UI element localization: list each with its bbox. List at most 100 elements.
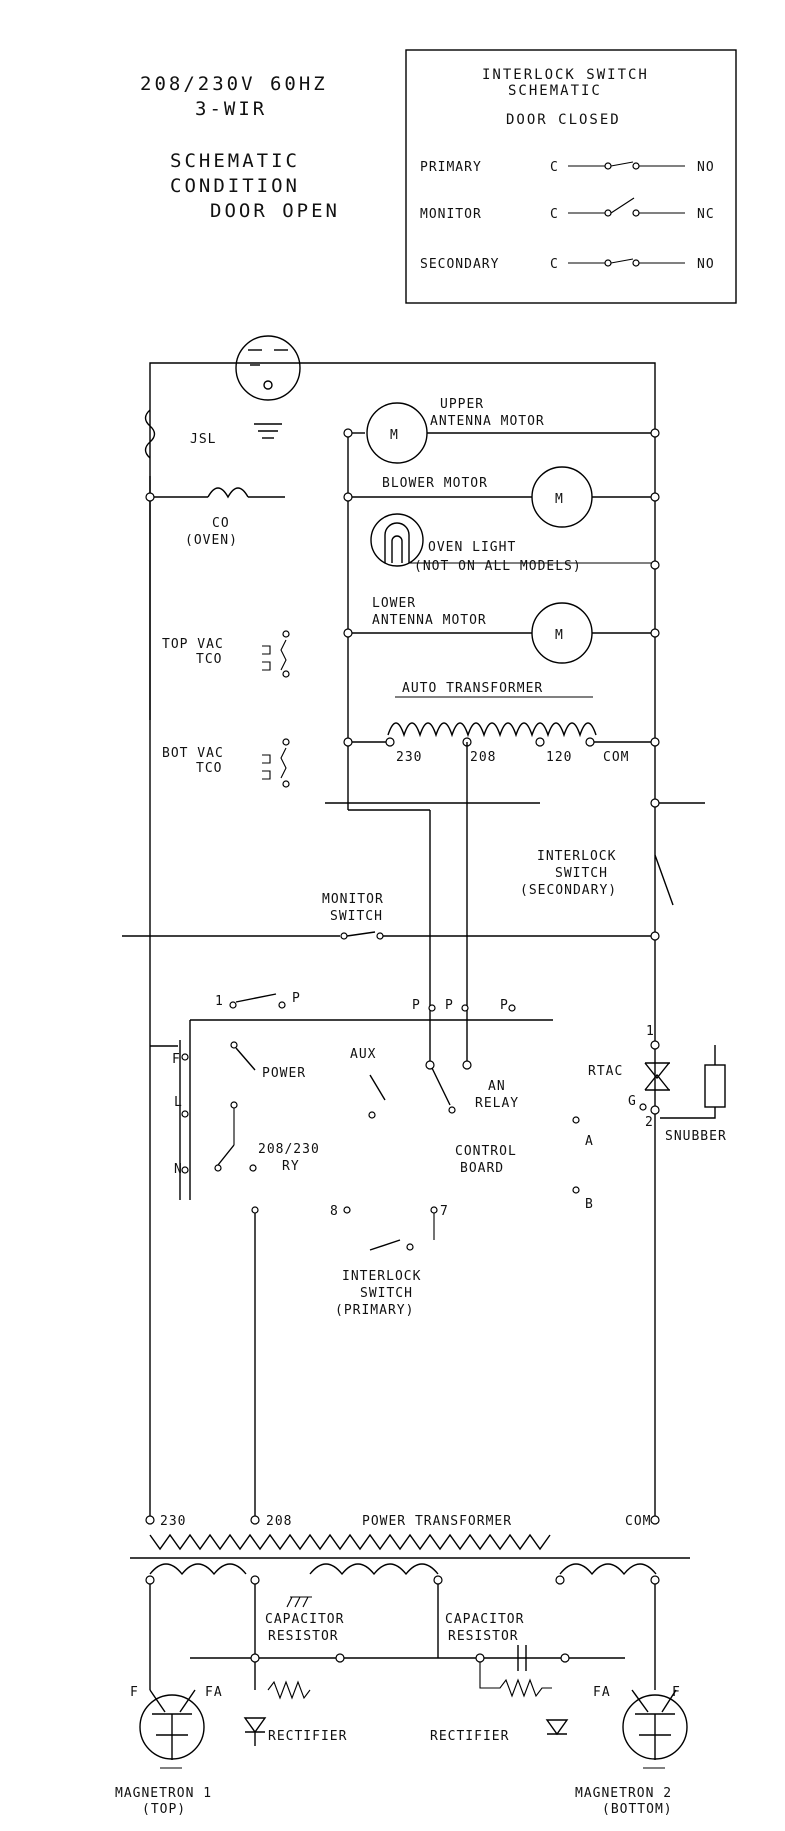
lower-motor-label-1: LOWER: [372, 596, 416, 611]
monitor-switch-label-1: MONITOR: [322, 892, 384, 907]
power-relay-label: POWER: [262, 1066, 306, 1081]
secondary-coil-right: [559, 1563, 657, 1576]
svg-text:G: G: [628, 1094, 637, 1109]
tap-230-label: 230: [396, 750, 422, 765]
interlock-row-primary: PRIMARY C NO: [420, 160, 714, 175]
control-board-label-1: CONTROL: [455, 1144, 517, 1159]
svg-text:1: 1: [646, 1024, 655, 1039]
power-relay-switch-icon: [235, 1047, 256, 1071]
monitor-switch-icon: [346, 931, 376, 937]
cap-res-right-label-2: RESISTOR: [448, 1629, 519, 1644]
secondary-coil-center: [309, 1563, 439, 1576]
schematic-condition-line3: DOOR OPEN: [210, 200, 340, 222]
schematic-condition-line1: SCHEMATIC: [170, 150, 300, 172]
svg-text:NO: NO: [697, 257, 715, 272]
rectifier-left-label: RECTIFIER: [268, 1729, 347, 1744]
oven-light-icon: [370, 513, 424, 567]
rectifier-left-icon: [243, 1717, 267, 1746]
svg-text:NC: NC: [697, 207, 715, 222]
interlock-secondary-label-1: INTERLOCK: [537, 849, 616, 864]
interlock-row-secondary: SECONDARY C NO: [420, 257, 715, 272]
f-terminal-label: F: [172, 1052, 181, 1067]
power-transformer-label: POWER TRANSFORMER: [362, 1514, 512, 1529]
control-board-label-2: BOARD: [460, 1161, 504, 1176]
magnetron-2-label-1: MAGNETRON 2: [575, 1786, 672, 1801]
tap-120-label: 120: [546, 750, 572, 765]
an-relay-label-2: RELAY: [475, 1096, 519, 1111]
upper-motor-label-2: ANTENNA MOTOR: [430, 414, 545, 429]
lower-motor-label-2: ANTENNA MOTOR: [372, 613, 487, 628]
svg-text:P: P: [500, 998, 509, 1013]
interlock-primary-label-2: SWITCH: [360, 1286, 413, 1301]
l-terminal-label: L: [174, 1095, 183, 1110]
svg-text:C: C: [550, 160, 559, 175]
svg-text:F: F: [130, 1685, 139, 1700]
svg-text:1: 1: [215, 994, 224, 1009]
schematic-condition-line2: CONDITION: [170, 175, 300, 197]
auto-transformer-label: AUTO TRANSFORMER: [402, 681, 543, 696]
svg-text:7: 7: [440, 1204, 449, 1219]
svg-text:PRIMARY: PRIMARY: [420, 160, 482, 175]
pt-208-label: 208: [266, 1514, 292, 1529]
svg-text:P: P: [445, 998, 454, 1013]
blower-motor-label: BLOWER MOTOR: [382, 476, 488, 491]
interlock-primary-switch-icon: [369, 1239, 401, 1251]
svg-text:MONITOR: MONITOR: [420, 207, 482, 222]
magnetron-1-icon: [139, 1689, 205, 1769]
magnetron-1-label-2: (TOP): [142, 1802, 186, 1817]
magnetron-2-label-2: (BOTTOM): [602, 1802, 673, 1817]
svg-text:C: C: [550, 257, 559, 272]
svg-text:P: P: [292, 991, 301, 1006]
interlock-secondary-label-3: (SECONDARY): [520, 883, 617, 898]
interlock-primary-label-1: INTERLOCK: [342, 1269, 421, 1284]
voltage-line1: 208/230V 60HZ: [140, 73, 328, 95]
resistor-right-icon: [479, 1662, 552, 1698]
svg-text:8: 8: [330, 1204, 339, 1219]
co-thermostat-icon: [207, 487, 249, 499]
pt-230-label: 230: [160, 1514, 186, 1529]
svg-text:SECONDARY: SECONDARY: [420, 257, 499, 272]
select-relay-label-2: RY: [282, 1159, 300, 1174]
top-vac-label-2: TCO: [196, 652, 222, 667]
aux-relay-label: AUX: [350, 1047, 376, 1062]
interlock-box-title1: INTERLOCK SWITCH: [482, 67, 649, 83]
upper-motor-label-1: UPPER: [440, 397, 484, 412]
snubber-icon: [660, 1045, 726, 1119]
svg-text:P: P: [412, 998, 421, 1013]
aux-relay-switch-icon: [369, 1074, 386, 1101]
svg-text:M: M: [555, 492, 564, 507]
magnetron-1-label-1: MAGNETRON 1: [115, 1786, 212, 1801]
tap-208-label: 208: [470, 750, 496, 765]
auto-transformer-coil-icon: [387, 722, 597, 738]
svg-text:F: F: [672, 1685, 681, 1700]
secondary-coil-left: [149, 1563, 247, 1576]
voltage-line2: 3-WIR: [195, 98, 267, 120]
an-relay-label-1: AN: [488, 1079, 506, 1094]
jsl-fuse-icon: [144, 409, 156, 459]
bot-vac-label-2: TCO: [196, 761, 222, 776]
cap-res-left-label-1: CAPACITOR: [265, 1612, 344, 1627]
resistor-left-icon: [267, 1680, 311, 1700]
cap-res-left-label-2: RESISTOR: [268, 1629, 339, 1644]
svg-text:FA: FA: [205, 1685, 223, 1700]
n-terminal-label: N: [174, 1162, 183, 1177]
bot-vac-label-1: BOT VAC: [162, 746, 224, 761]
interlock-primary-label-3: (PRIMARY): [335, 1303, 414, 1318]
svg-text:FA: FA: [593, 1685, 611, 1700]
capacitor-right-icon: [517, 1645, 527, 1671]
svg-text:M: M: [390, 428, 399, 443]
rectifier-right-label: RECTIFIER: [430, 1729, 509, 1744]
co-label-1: CO: [212, 516, 230, 531]
interlock-row-monitor: MONITOR C NC: [420, 197, 715, 222]
board-pin-a: A: [585, 1134, 594, 1149]
interlock-secondary-switch-icon: [654, 854, 674, 906]
svg-text:C: C: [550, 207, 559, 222]
power-transformer-primary-coil: [149, 1533, 551, 1551]
tap-com-label: COM: [603, 750, 629, 765]
monitor-switch-label-2: SWITCH: [330, 909, 383, 924]
interlock-box-title2: SCHEMATIC: [508, 83, 602, 99]
triac-icon: [644, 1062, 670, 1091]
select-relay-label-1: 208/230: [258, 1142, 320, 1157]
